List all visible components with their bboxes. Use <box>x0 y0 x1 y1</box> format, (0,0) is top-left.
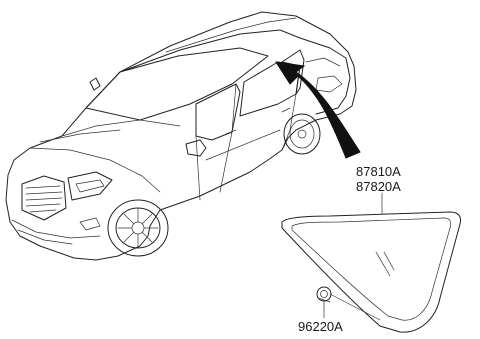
rear-wheel <box>283 113 321 155</box>
location-arrow <box>274 61 361 159</box>
retainer-clip-part <box>316 286 332 303</box>
quarter-glass-part <box>281 211 461 333</box>
front-wheel <box>107 199 169 257</box>
part-number-87820a: 87820A <box>356 179 401 194</box>
part-number-96220a: 96220A <box>298 319 343 334</box>
part-number-87810a: 87810A <box>356 164 401 179</box>
leader-lines <box>323 192 383 321</box>
